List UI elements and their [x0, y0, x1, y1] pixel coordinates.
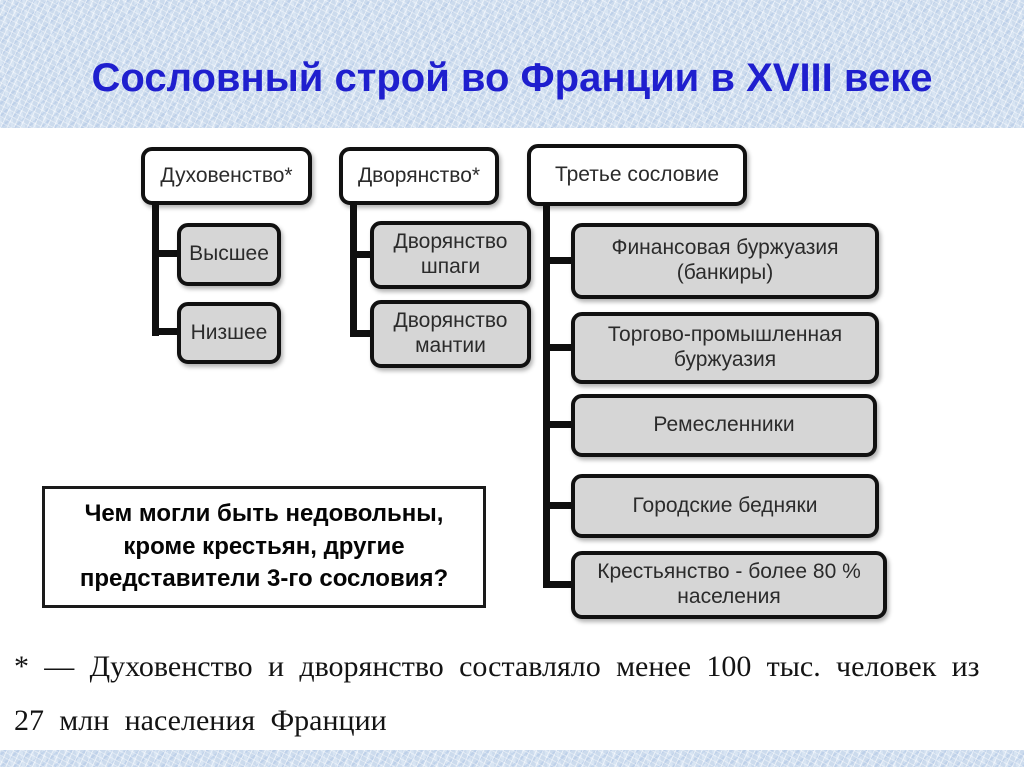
box-artisans: Ремесленники — [571, 394, 877, 457]
footnote-line: * — Духовенство и дворянство составляло … — [14, 650, 980, 683]
connector-third-stub-2 — [543, 344, 573, 351]
box-nobility-sword: Дворянство шпаги — [370, 221, 531, 289]
connector-clergy-trunk — [152, 201, 159, 336]
connector-nobility-trunk — [350, 201, 357, 337]
footnote-line: 27 млн населения Франции — [14, 704, 387, 737]
slide-title: Сословный строй во Франции в XVIII веке — [91, 56, 933, 100]
question-line: кроме крестьян, другие — [123, 532, 405, 560]
footnote: * — Духовенство и дворянство составляло … — [14, 640, 1016, 748]
connector-third-stub-1 — [543, 257, 573, 264]
box-urban-poor: Городские бедняки — [571, 474, 879, 538]
question-line: Чем могли быть недовольны, — [84, 500, 444, 528]
connector-third-stub-4 — [543, 502, 573, 509]
box-financial-bourgeoisie: Финансовая буржуазия (банкиры) — [571, 223, 879, 299]
box-nobility: Дворянство* — [339, 147, 499, 205]
connector-nobility-stub-1 — [350, 251, 372, 258]
connector-nobility-stub-2 — [350, 330, 372, 337]
box-clergy: Духовенство* — [141, 147, 312, 205]
title-band — [0, 0, 1024, 128]
box-clergy-lower: Низшее — [177, 302, 281, 364]
connector-third-trunk — [543, 202, 550, 588]
connector-third-stub-5 — [543, 581, 573, 588]
box-nobility-robe: Дворянство мантии — [370, 300, 531, 368]
question-line: представители 3-го сословия? — [79, 565, 449, 593]
connector-third-stub-3 — [543, 421, 573, 428]
question-box: Чем могли быть недовольны, кроме крестья… — [42, 486, 486, 608]
box-peasantry: Крестьянство - более 80 % населения — [571, 551, 887, 619]
box-third-estate: Третье сословие — [527, 144, 747, 206]
connector-clergy-stub-1 — [152, 250, 179, 257]
box-trade-industrial-bourgeoisie: Торгово-промышленная буржуазия — [571, 312, 879, 384]
bottom-band — [0, 750, 1024, 767]
connector-clergy-stub-2 — [152, 328, 179, 335]
box-clergy-higher: Высшее — [177, 223, 281, 286]
